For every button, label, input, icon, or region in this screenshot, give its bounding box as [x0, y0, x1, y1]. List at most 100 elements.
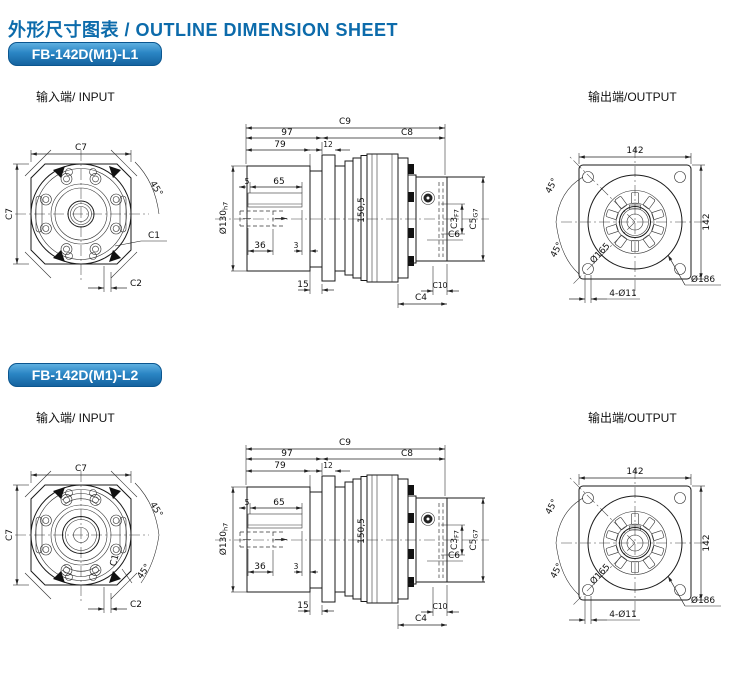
- svg-text:3: 3: [294, 241, 299, 250]
- svg-text:C10: C10: [433, 281, 448, 290]
- dim-c9: C9: [245, 117, 446, 175]
- svg-text:4-Ø11: 4-Ø11: [609, 288, 637, 299]
- svg-text:15: 15: [297, 280, 308, 290]
- dim-angle-45-top-right: 45°: [134, 161, 164, 215]
- svg-text:5: 5: [245, 498, 250, 507]
- dim-angle-45-top-right: 45°: [134, 482, 164, 536]
- svg-text:142: 142: [702, 534, 712, 551]
- dim-c6: C6: [427, 551, 463, 562]
- svg-text:45°: 45°: [545, 177, 560, 196]
- flange-outline: [30, 484, 132, 586]
- keyway-slot: [247, 513, 303, 529]
- svg-text:142: 142: [702, 213, 712, 230]
- svg-text:C5G7: C5G7: [469, 529, 480, 550]
- corner-mount-holes: [582, 492, 686, 596]
- svg-text:C1: C1: [148, 231, 160, 241]
- dim-5-65: 5 65: [239, 177, 303, 193]
- dim-angle-45-top-left: 45°: [545, 498, 584, 544]
- svg-text:C8: C8: [401, 128, 413, 138]
- svg-text:C8: C8: [401, 449, 413, 459]
- dim-c3: C3F7: [441, 203, 465, 235]
- dim-c1: C1: [114, 231, 167, 247]
- svg-text:12: 12: [323, 461, 333, 470]
- output-side-label: 输出端/OUTPUT: [588, 411, 677, 425]
- stator-outer-circle: [603, 190, 667, 254]
- svg-text:15: 15: [297, 601, 308, 611]
- dim-c4: C4: [397, 284, 447, 308]
- vent-slots: [605, 192, 665, 252]
- dim-5-65: 5 65: [239, 498, 303, 514]
- corner-features: [53, 487, 121, 583]
- dim-97-c8: 97 C8: [246, 449, 445, 475]
- model-badge: FB-142D(M1)-L1: [8, 42, 162, 66]
- svg-text:C7: C7: [75, 143, 87, 153]
- boss-circle-inner: [54, 508, 108, 562]
- dim-bore-130h7: Ø130h7: [218, 165, 247, 272]
- boss-circle-outer: [50, 504, 112, 566]
- svg-text:C3F7: C3F7: [450, 209, 461, 229]
- dim-c2: C2: [88, 587, 142, 613]
- output-side-label: 输出端/OUTPUT: [588, 90, 677, 104]
- dim-body-height: 150,5: [357, 197, 367, 223]
- svg-text:142: 142: [626, 467, 643, 477]
- dim-angle-45-bottom-left: 45°: [549, 221, 580, 275]
- dim-c10: C10: [421, 264, 459, 295]
- svg-text:36: 36: [254, 562, 266, 572]
- bolt-holes: [40, 173, 122, 255]
- input-side-label: 输入端/ INPUT: [36, 90, 115, 104]
- hidden-bore: [239, 531, 287, 548]
- hidden-bore: [239, 210, 287, 227]
- dim-bolt-circle-165: Ø165: [588, 241, 613, 266]
- dim-body-height: 150,5: [357, 518, 367, 544]
- svg-text:C1: C1: [109, 553, 122, 567]
- svg-text:C7: C7: [75, 464, 87, 474]
- vent-slots: [605, 513, 665, 573]
- dim-c7-left: C7: [5, 163, 29, 265]
- dim-c9: C9: [245, 438, 446, 496]
- dim-outer-186: Ø186: [667, 254, 721, 286]
- dim-outer-186: Ø186: [667, 575, 721, 607]
- svg-text:4-Ø11: 4-Ø11: [609, 609, 637, 620]
- keyway-notch: [629, 525, 641, 531]
- pilot-circle-outer: [30, 484, 132, 586]
- svg-text:C7: C7: [5, 529, 15, 541]
- pilot-circle-outer: [30, 163, 132, 265]
- dim-corner-holes-4x11: 4-Ø11: [569, 596, 640, 624]
- dim-c2: C2: [88, 266, 142, 292]
- dim-c6: C6: [427, 230, 463, 241]
- svg-text:C9: C9: [339, 438, 351, 448]
- shaft-bore: [73, 527, 89, 543]
- svg-text:C9: C9: [339, 117, 351, 127]
- outline-dimension-sheet: { "page": { "title": "外形尺寸图表 / OUTLINE D…: [5, 20, 721, 629]
- side-slots: [35, 195, 127, 233]
- svg-text:C3F7: C3F7: [450, 530, 461, 550]
- svg-text:97: 97: [281, 128, 292, 138]
- svg-text:79: 79: [274, 461, 286, 471]
- stator-outer-circle: [603, 511, 667, 575]
- dim-angle-45-bottom-left: 45°: [549, 542, 580, 596]
- dim-c3: C3F7: [441, 524, 465, 556]
- model-badge: FB-142D(M1)-L2: [8, 363, 162, 387]
- page-title: 外形尺寸图表 / OUTLINE DIMENSION SHEET: [8, 20, 399, 41]
- keyway-notch: [629, 204, 641, 210]
- corner-mount-holes: [582, 171, 686, 275]
- dim-142-top: 142: [578, 467, 692, 485]
- keyway-slot: [247, 192, 303, 208]
- dim-79-12: 79 12: [246, 461, 350, 490]
- side-view-drawing: C9 97 C8 79 12 5: [215, 438, 489, 629]
- bore-rings-l1: [67, 200, 95, 228]
- svg-text:Ø186: Ø186: [691, 595, 716, 606]
- output-flange-outline: [578, 164, 692, 280]
- dim-c10: C10: [421, 585, 459, 616]
- dim-c7-left: C7: [5, 484, 29, 586]
- svg-text:65: 65: [273, 177, 284, 187]
- side-slots: [35, 516, 127, 554]
- svg-text:C6: C6: [448, 551, 460, 561]
- model-section: FB-142D(M1)-L2 输入端/ INPUT 输出端/OUTPUT: [0, 363, 731, 683]
- svg-text:C2: C2: [130, 600, 142, 610]
- svg-text:97: 97: [281, 449, 292, 459]
- svg-text:65: 65: [273, 498, 284, 508]
- input-side-label: 输入端/ INPUT: [36, 411, 115, 425]
- outer-diameter-circle: [587, 495, 683, 591]
- diagonal-centerline-bl: [572, 221, 636, 285]
